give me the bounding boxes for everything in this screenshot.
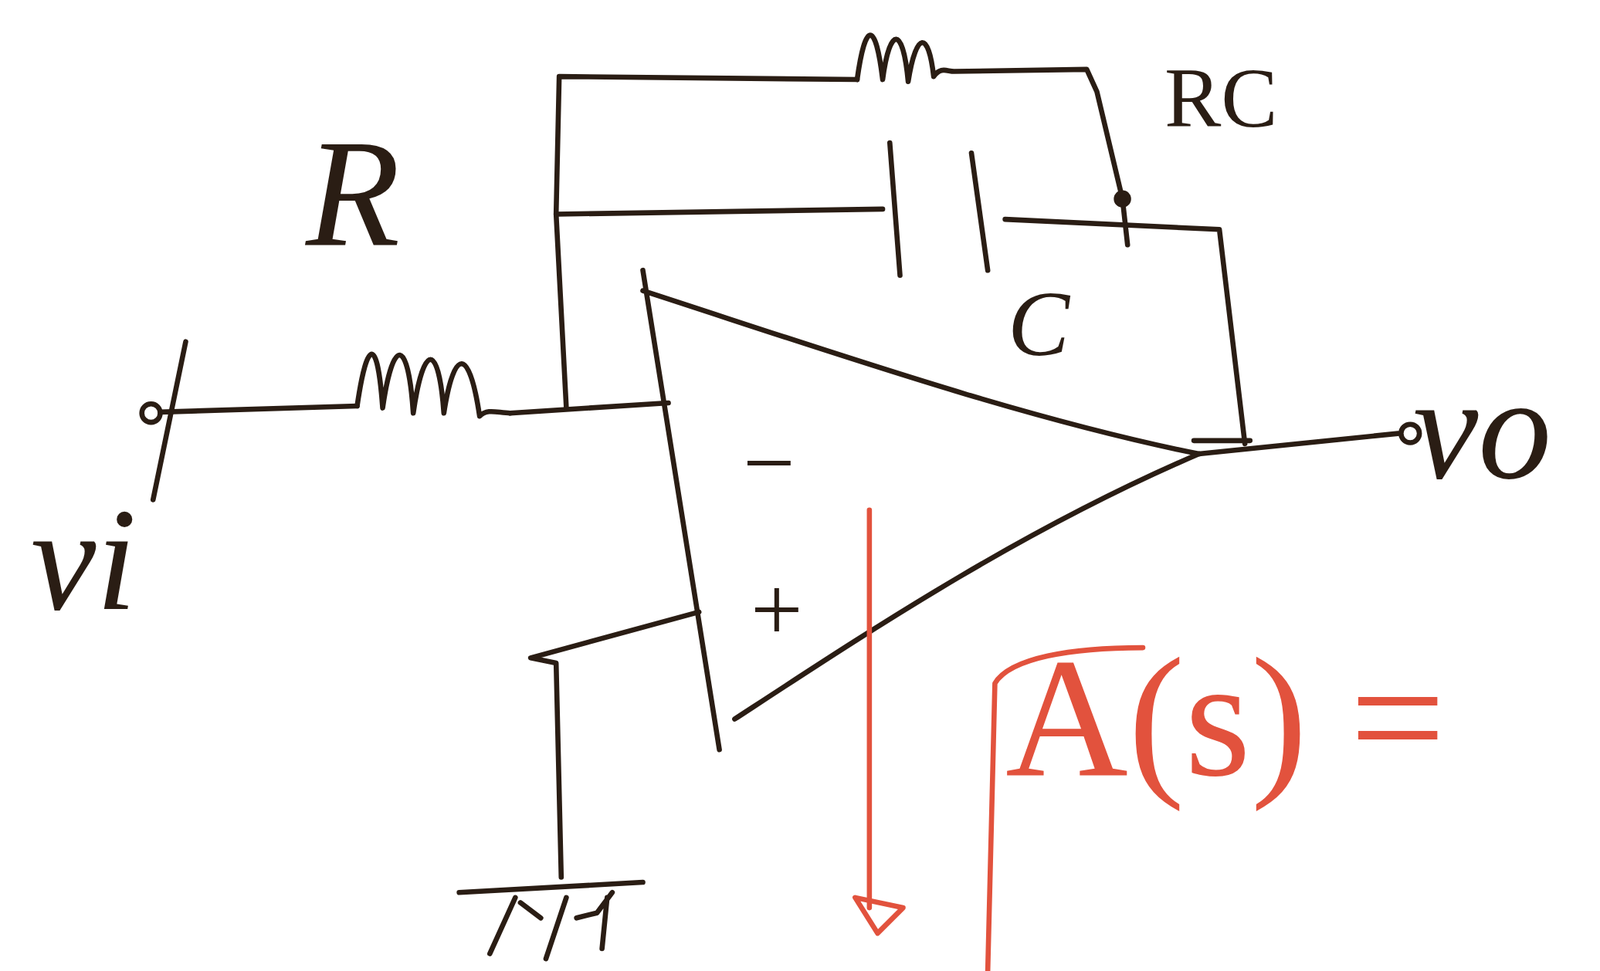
resistor-label: R [305,115,400,271]
signal-arrow [867,510,873,909]
transfer-function: A(s) = [1005,633,1446,804]
noninverting-sign: + [750,563,804,657]
ground-symbol [459,882,644,960]
input-voltage-label: vi [30,486,137,634]
capacitor-label: C [1007,277,1070,371]
feedback-wire [555,76,858,408]
input-terminal [142,403,161,423]
resistor-symbol [357,354,511,417]
inverting-input-wire [510,403,669,414]
resistor-label: RC [1164,55,1278,141]
output-wire [1193,433,1398,455]
ground-wire [530,612,699,878]
inverting-sign: − [742,416,796,510]
junction-dot [1116,193,1129,206]
capacitor-symbol [889,142,988,276]
input-wire [159,406,357,413]
arrow-head [854,898,903,934]
capacitor-wire [1005,219,1246,445]
terminal-tick [152,342,186,501]
capacitor-wire [555,209,883,215]
output-voltage-label: vo [1413,355,1552,502]
